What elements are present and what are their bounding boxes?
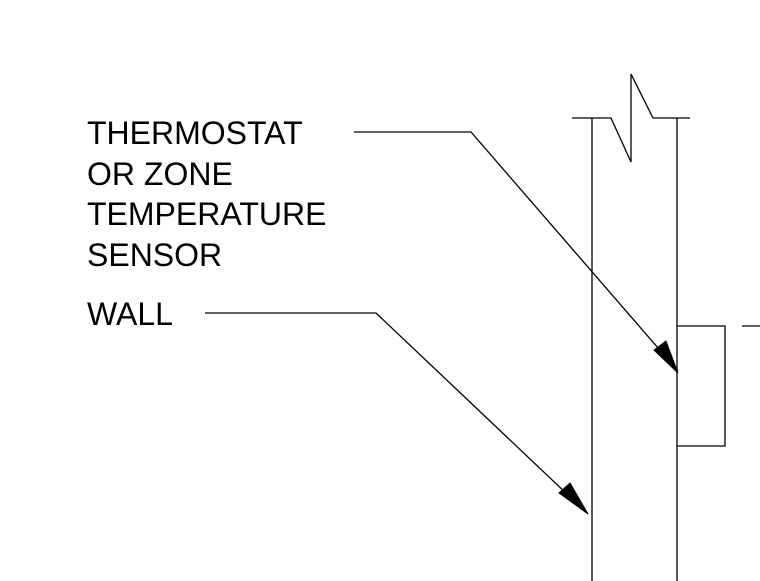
- thermostat-label-line-3: TEMPERATURE: [87, 196, 326, 232]
- wall-label: WALL: [87, 296, 173, 332]
- wall-leader: [205, 312, 589, 515]
- wall-leader-line: [205, 312, 588, 514]
- thermostat-leader-arrowhead: [653, 340, 679, 374]
- thermostat-leader-line: [354, 131, 679, 372]
- wall-break-line: [572, 73, 690, 163]
- thermostat-label-line-1: THERMOSTAT: [87, 115, 302, 151]
- thermostat-sensor-box: [677, 325, 760, 447]
- wall-leader-arrowhead: [558, 482, 589, 515]
- thermostat-leader: [354, 131, 679, 374]
- thermostat-label-line-4: SENSOR: [87, 237, 222, 273]
- wall-section: [572, 73, 690, 581]
- thermostat-label-line-2: OR ZONE: [87, 156, 233, 192]
- wall-label-line-1: WALL: [87, 296, 173, 332]
- sensor-box-outline: [677, 325, 726, 447]
- thermostat-label: THERMOSTAT OR ZONE TEMPERATURE SENSOR: [87, 115, 335, 273]
